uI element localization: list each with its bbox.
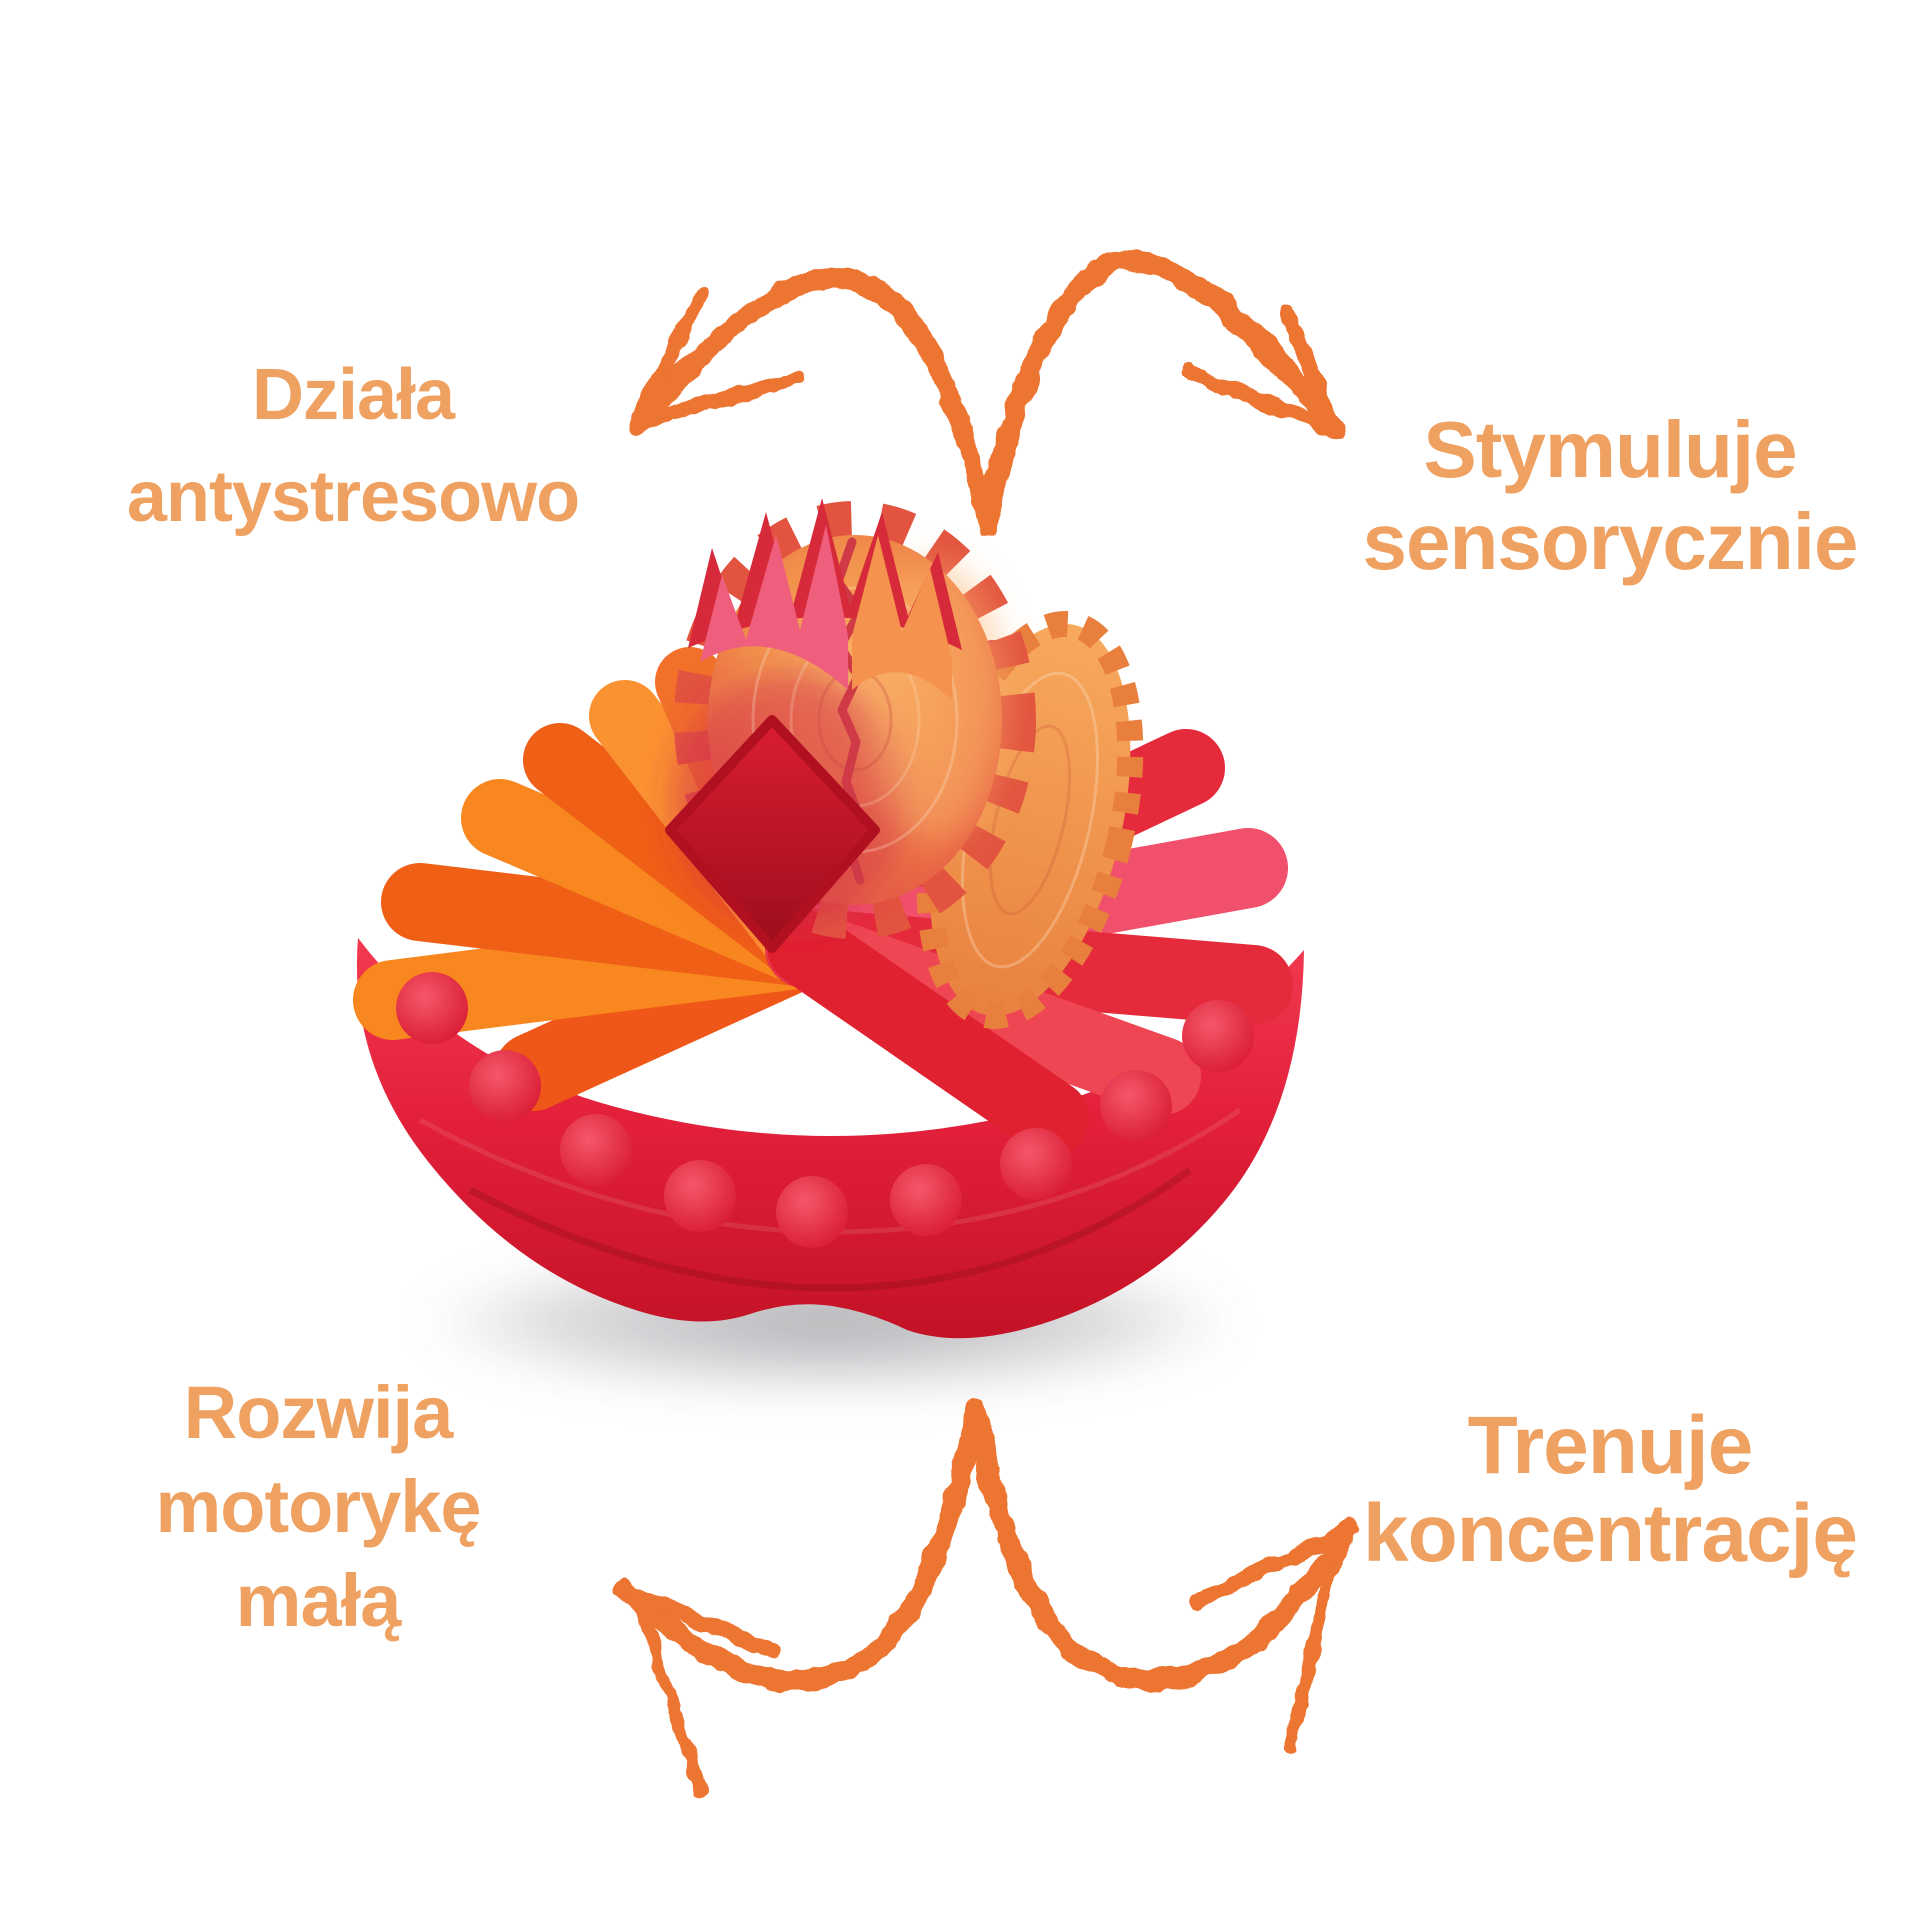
label-line: koncentrację — [1363, 1488, 1858, 1579]
label-concentration-training: Trenuje koncentrację — [1363, 1400, 1858, 1579]
label-line: małą — [235, 1559, 402, 1642]
arrow-top-right-icon — [977, 250, 1347, 539]
gear-ball-crown-right — [852, 535, 952, 700]
label-sensory-stimulation: Stymuluje sensorycznie — [1362, 404, 1859, 588]
arrow-top-left-icon — [628, 267, 999, 539]
label-line: Trenuje — [1467, 1400, 1754, 1491]
label-fine-motor-skills: Rozwija motorykę małą — [155, 1366, 481, 1648]
label-line: Rozwija — [183, 1371, 453, 1454]
gear-teeth-ring — [674, 501, 1036, 939]
arrows — [613, 250, 1361, 1799]
label-line: antystresowo — [126, 457, 580, 537]
arrow-bottom-right-icon — [965, 1397, 1361, 1755]
gear-ball-crown-left — [700, 525, 848, 690]
label-line: motorykę — [155, 1465, 481, 1548]
label-line: Działa — [251, 355, 455, 435]
label-line: Stymuluje — [1423, 405, 1797, 494]
label-line: sensorycznie — [1362, 497, 1859, 586]
diamond-peg — [665, 715, 880, 953]
gear-bowl-rim-posts — [396, 972, 1254, 1248]
label-anti-stress: Działa antystresowo — [126, 344, 580, 548]
arrow-bottom-left-icon — [613, 1397, 987, 1799]
